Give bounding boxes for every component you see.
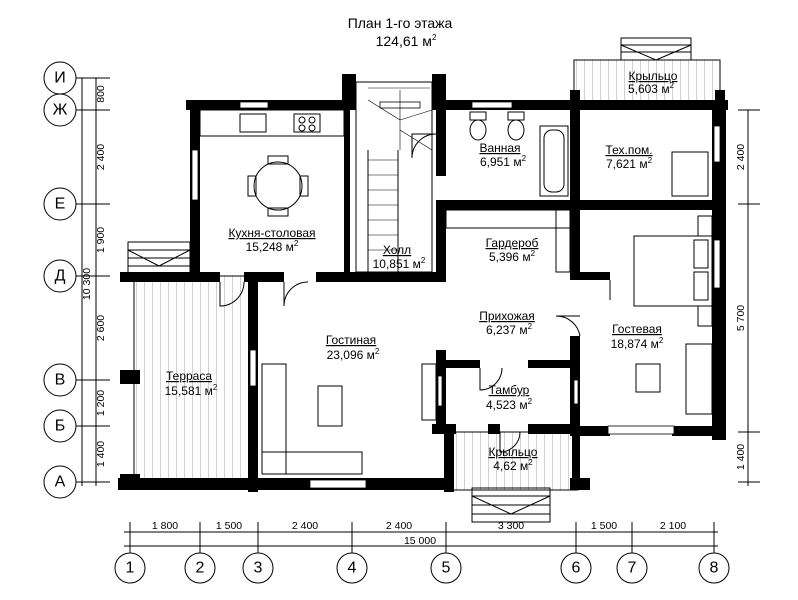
area-tech: 7,621 м2 [606, 156, 653, 171]
axis-row-2: Е [55, 196, 66, 213]
column-axis-markers: 1 2 3 4 5 6 7 8 [114, 552, 730, 584]
label-guest: Гостевая [612, 322, 662, 336]
row-axis-markers: И Ж Е Д В Б А [43, 61, 96, 499]
axis-row-4: В [55, 372, 66, 389]
label-living: Гостиная [326, 333, 376, 347]
guest-bed [633, 215, 713, 415]
axis-row-6: А [55, 474, 66, 491]
bottom-dimension-chain: 1 800 1 500 2 400 2 400 3 300 1 500 2 10… [124, 520, 718, 556]
area-living: 23,096 м2 [327, 347, 380, 362]
axis-col-1: 2 [196, 560, 205, 577]
terrace-deck [133, 275, 251, 483]
living-sofa [261, 363, 437, 475]
axis-col-2: 3 [254, 560, 263, 577]
doors [219, 133, 611, 453]
room-labels: Крыльцо 5,603 м2 Ванная 6,951 м2 Тех.пом… [165, 69, 678, 473]
plan-title: План 1-го этажа [348, 15, 453, 31]
windows [191, 101, 721, 489]
label-hall: Холл [383, 243, 411, 257]
axis-col-4: 5 [442, 560, 451, 577]
wardrobe-shelf [445, 209, 571, 229]
dim-bottom-0: 1 800 [152, 520, 178, 532]
axis-col-6: 7 [628, 560, 637, 577]
axis-col-7: 8 [710, 560, 719, 577]
label-vestibule: Тамбур [489, 383, 530, 397]
area-bathroom: 6,951 м2 [480, 154, 527, 169]
dim-bottom-3: 2 400 [386, 520, 412, 532]
label-bathroom: Ванная [479, 141, 520, 155]
area-terrace: 15,581 м2 [165, 383, 218, 398]
axis-col-3: 4 [348, 560, 357, 577]
staircase [355, 81, 433, 273]
area-wardrobe: 5,396 м2 [489, 249, 536, 264]
label-entry: Прихожая [479, 309, 535, 323]
axis-col-0: 1 [126, 560, 135, 577]
axis-row-5: Б [55, 418, 66, 435]
label-kitchen: Кухня-столовая [228, 226, 315, 240]
dim-bottom-1: 1 500 [216, 520, 242, 532]
label-porch-bottom: Крыльцо [489, 445, 538, 459]
area-hall: 10,851 м2 [373, 256, 426, 271]
right-dimension-chain: 2 400 5 700 1 400 [735, 109, 760, 486]
tech-unit [671, 151, 709, 197]
top-porch-deck [573, 59, 721, 103]
bathroom-fixtures [469, 111, 569, 197]
dim-bottom-6: 2 100 [660, 520, 686, 532]
dim-right-0: 2 400 [735, 144, 747, 170]
axis-row-3: Д [55, 268, 66, 285]
bottom-porch-deck [447, 431, 579, 491]
area-porch-bottom: 4,62 м2 [493, 458, 533, 473]
axis-row-1: Ж [53, 102, 68, 119]
dim-right-1: 5 700 [735, 305, 747, 331]
area-vestibule: 4,523 м2 [486, 397, 533, 412]
dim-left-5: 1 400 [95, 441, 107, 467]
label-tech: Тех.пом. [605, 143, 652, 157]
axis-col-5: 6 [572, 560, 581, 577]
dim-left-4: 1 200 [95, 390, 107, 416]
area-kitchen: 15,248 м2 [246, 239, 299, 254]
dim-bottom-2: 2 400 [292, 520, 318, 532]
kitchen-furniture [199, 109, 345, 217]
area-guest: 18,874 м2 [611, 336, 664, 351]
dim-bottom-4: 3 300 [498, 520, 524, 532]
dim-right-2: 1 400 [735, 444, 747, 470]
bottom-porch-steps [471, 487, 551, 523]
dim-left-0: 800 [95, 85, 107, 103]
dim-left-1: 2 400 [95, 144, 107, 170]
dim-left-3: 2 600 [95, 315, 107, 341]
area-porch-top: 5,603 м2 [628, 81, 675, 96]
plan-total-area: 124,61 м2 [376, 33, 437, 49]
dim-bottom-5: 1 500 [591, 520, 617, 532]
label-porch-top: Крыльцо [629, 69, 678, 83]
label-wardrobe: Гардероб [486, 236, 539, 250]
wardrobe-side [555, 209, 571, 273]
area-entry: 6,237 м2 [486, 322, 533, 337]
axis-row-0: И [54, 70, 66, 87]
top-porch-steps [620, 37, 692, 61]
label-terrace: Терраса [166, 369, 212, 383]
dim-left-2: 1 900 [95, 227, 107, 253]
dim-bottom-total: 15 000 [404, 535, 436, 547]
dim-left-total: 10 300 [81, 268, 93, 300]
